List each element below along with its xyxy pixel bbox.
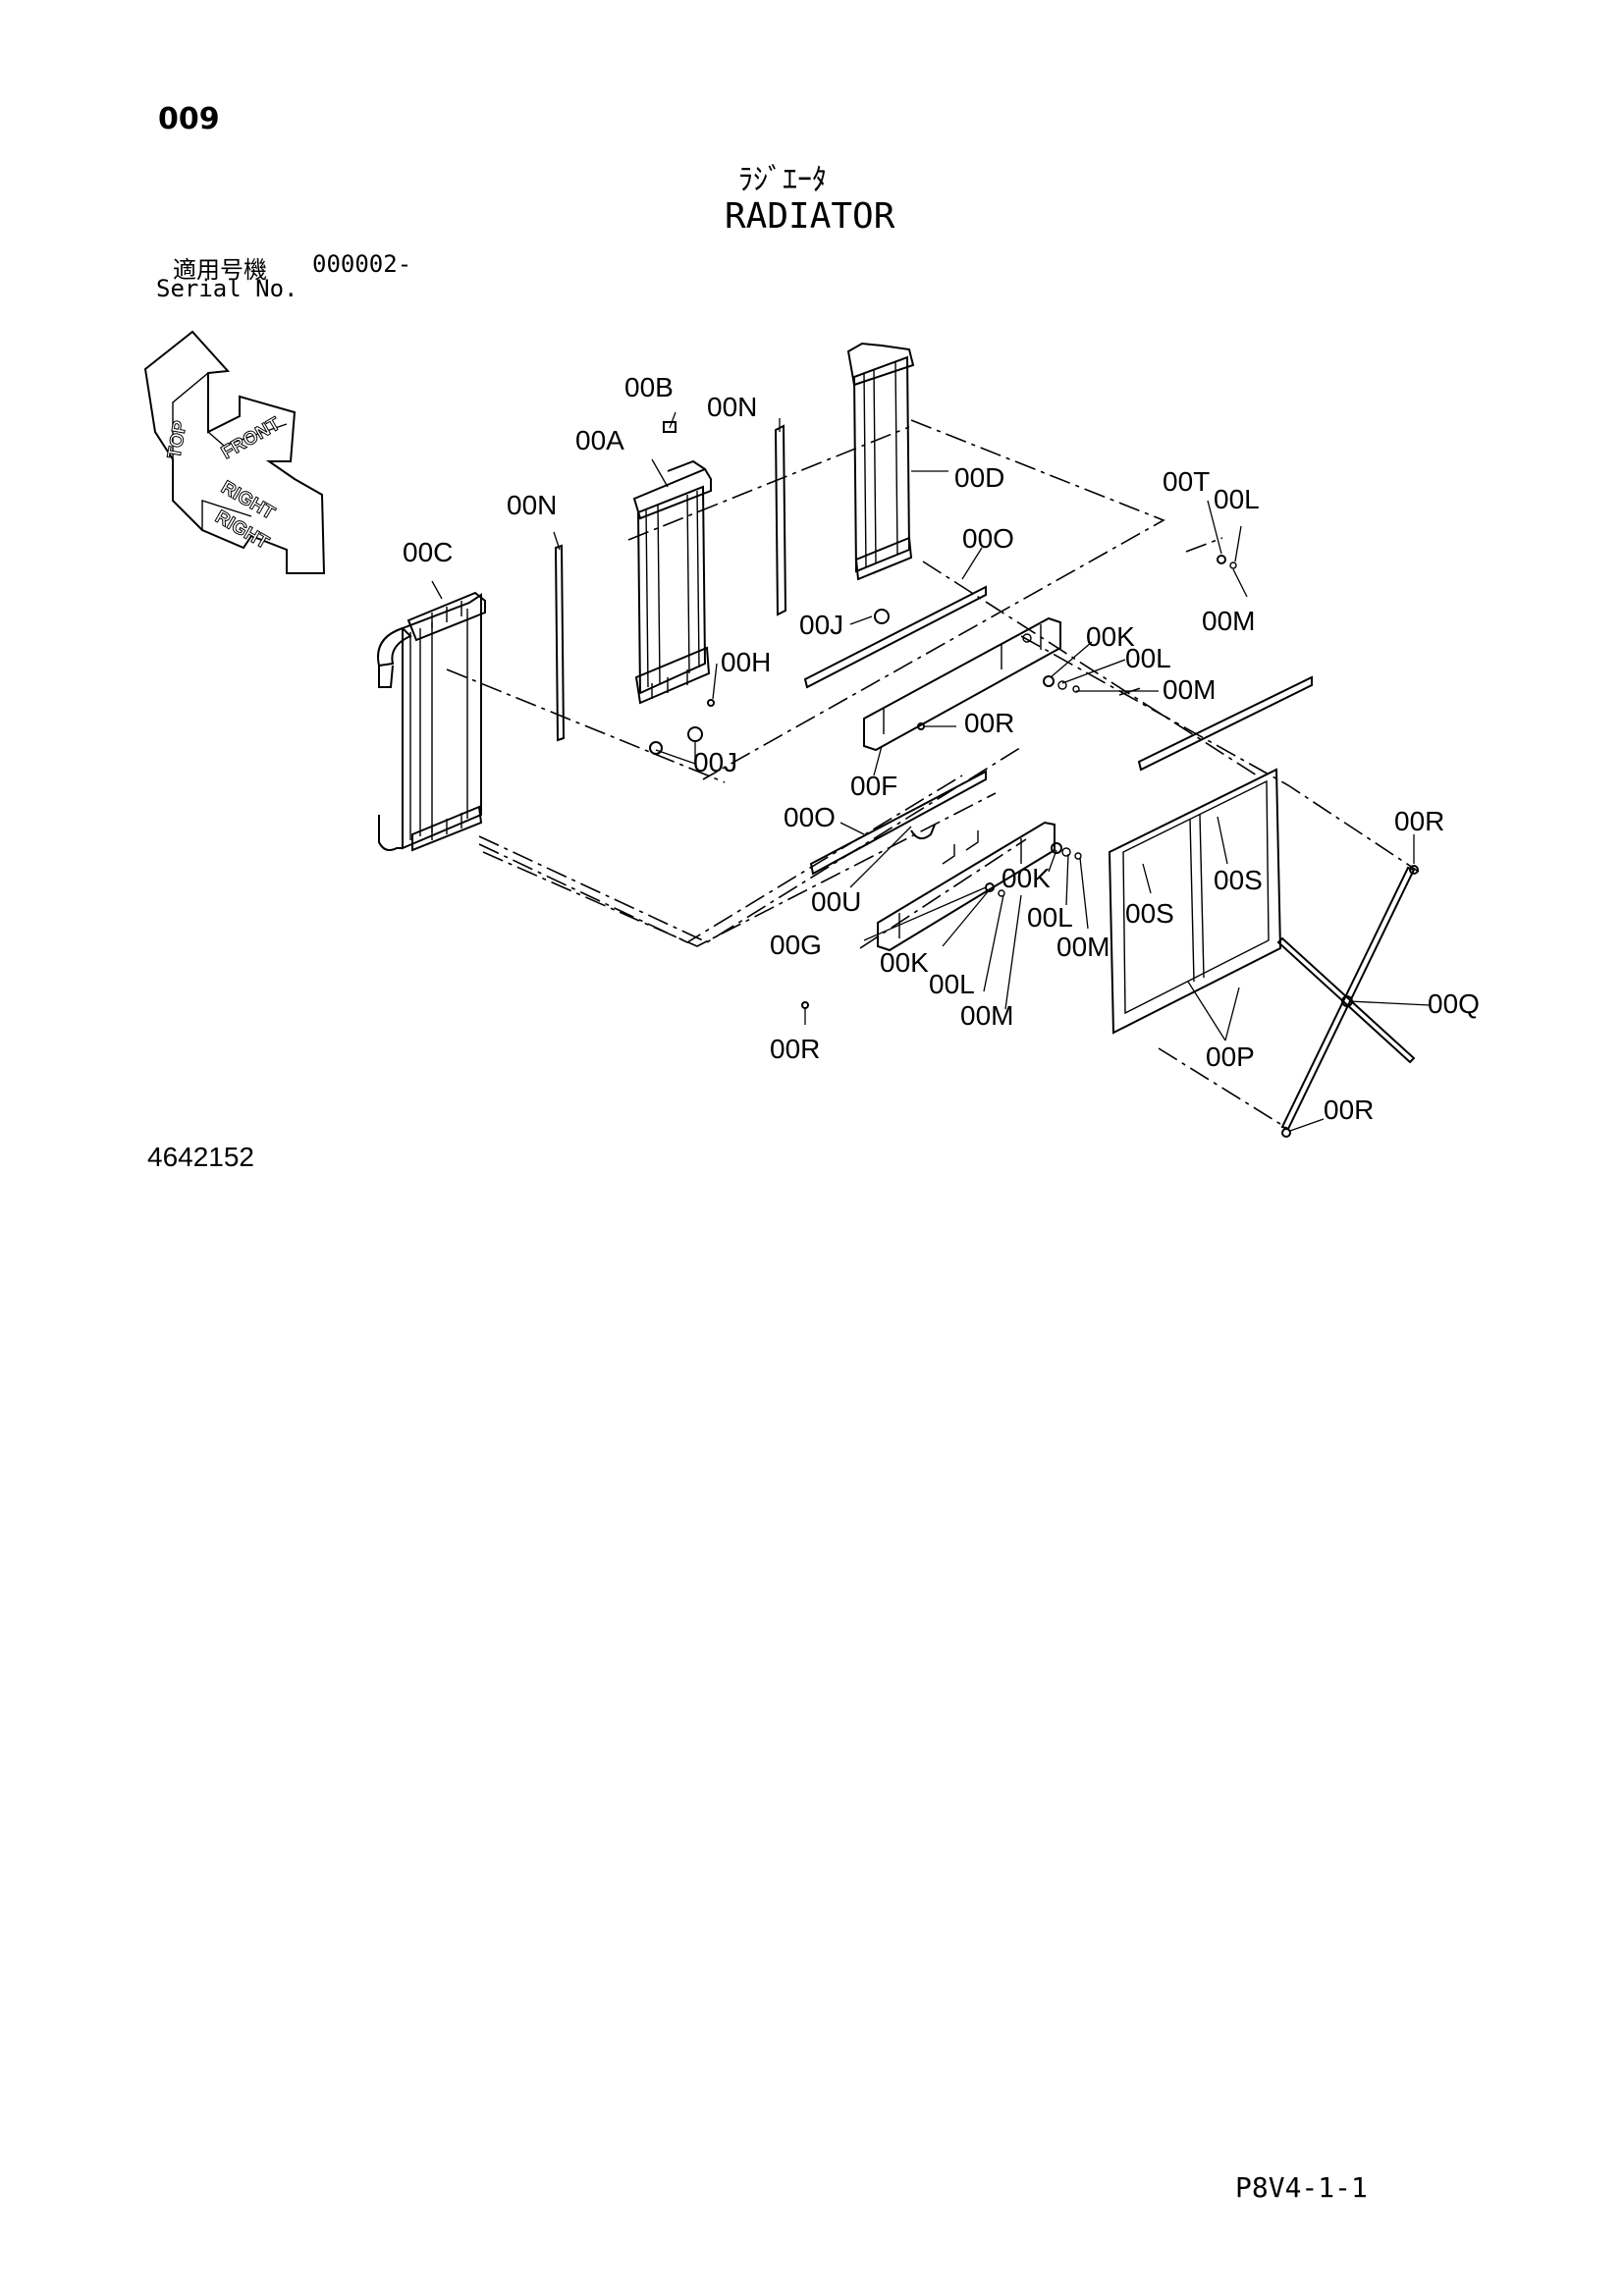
callout-00m-upper-right: 00M: [1202, 606, 1255, 636]
callout-00j-upper: 00J: [799, 610, 843, 640]
callout-00j-lower: 00J: [693, 747, 737, 777]
callout-00a: 00A: [575, 425, 624, 455]
title-japanese: ﾗｼﾞｴｰﾀ: [738, 163, 827, 197]
orientation-arrows-icon: TOP FRONT RIGHT RIGHT: [143, 330, 326, 574]
part-00j-nuts: [649, 609, 890, 755]
part-00q-cross-stay: [1276, 866, 1416, 1131]
callout-00o-lower: 00O: [784, 802, 836, 832]
callout-00c: 00C: [403, 537, 453, 567]
callout-00p: 00P: [1206, 1041, 1255, 1072]
serial-label-japanese: 適用号機: [173, 256, 267, 284]
part-00d-oil-cooler: [846, 342, 915, 581]
part-hardware: [707, 555, 1419, 1138]
page-code: 009: [158, 102, 220, 136]
part-00n-seal-right: [774, 424, 787, 616]
callout-00m-middle: 00M: [1163, 674, 1216, 705]
callout-00k-lower-right: 00K: [1001, 863, 1051, 893]
callout-00d: 00D: [954, 462, 1004, 493]
assembly-lines: [446, 419, 1420, 1130]
callout-00f: 00F: [850, 771, 897, 801]
callout-labels: 00B 00N 00A 00N 00C 00D 00T 00L 00M 00O …: [403, 372, 1480, 1125]
callout-00r-right: 00R: [1394, 806, 1444, 836]
part-00n-seal-left: [554, 544, 566, 742]
part-00g-bracket: [877, 821, 1056, 952]
document-number: 4642152: [147, 1142, 255, 1172]
part-00o-bar-lower: [809, 770, 987, 876]
part-00a-radiator: [632, 421, 712, 705]
part-00o-bar-upper: [803, 585, 987, 689]
part-00p-screen-panel: [1108, 675, 1313, 1035]
callout-00r-lower-left: 00R: [770, 1034, 820, 1064]
callout-00l-lower: 00L: [929, 969, 975, 999]
callout-00s-right: 00S: [1214, 865, 1263, 895]
callout-00r-middle: 00R: [964, 708, 1014, 738]
callout-00n-left: 00N: [507, 490, 557, 520]
callout-00g: 00G: [770, 930, 822, 960]
callout-00m-lower: 00M: [960, 1000, 1013, 1031]
callout-00m-lower-right: 00M: [1056, 932, 1110, 962]
callout-00u: 00U: [811, 886, 861, 917]
callout-00s-left: 00S: [1125, 898, 1174, 929]
sheet-reference: P8V4-1-1: [1235, 2171, 1368, 2204]
callout-00l-lower-right: 00L: [1027, 902, 1073, 933]
callout-00k-upper: 00K: [1086, 621, 1135, 652]
leader-lines: [431, 411, 1431, 1132]
callout-00t: 00T: [1163, 466, 1210, 497]
page-title: RADIATOR: [725, 196, 895, 237]
serial-value: 000002-: [312, 250, 412, 278]
callout-00r-lower-right: 00R: [1324, 1095, 1374, 1125]
callout-00q: 00Q: [1428, 988, 1480, 1019]
callout-00n-upper: 00N: [707, 392, 757, 422]
part-00c-radiator-core: [377, 591, 486, 852]
callout-00b: 00B: [624, 372, 674, 402]
callout-00k-lower: 00K: [880, 947, 929, 978]
part-00f-bracket: [863, 616, 1061, 752]
callout-00l-middle: 00L: [1125, 643, 1171, 673]
orientation-top-label: TOP: [164, 419, 190, 460]
callout-00o-upper: 00O: [962, 523, 1014, 554]
serial-label-english: Serial No.: [156, 275, 298, 302]
callout-00h: 00H: [721, 647, 771, 677]
callout-00l-upper-right: 00L: [1214, 484, 1260, 514]
